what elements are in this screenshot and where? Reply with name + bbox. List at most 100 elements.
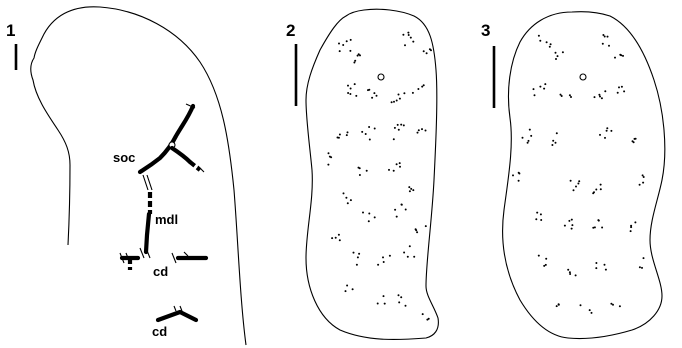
- pore-dot: [426, 319, 428, 321]
- pore-dot: [594, 96, 596, 98]
- pore-dot: [550, 43, 552, 45]
- pore-dot: [575, 186, 577, 188]
- pore-dot: [339, 50, 341, 52]
- pore-dot: [368, 126, 370, 128]
- pore-dot: [359, 174, 361, 176]
- pore-dot: [534, 94, 536, 96]
- pore-dot: [529, 129, 531, 131]
- pore-dot: [568, 220, 570, 222]
- pore-dot: [400, 124, 402, 126]
- pore-dot: [398, 129, 400, 131]
- pore-dot: [426, 52, 428, 54]
- label-cd-upper: cd: [153, 264, 168, 279]
- pore-dot: [619, 305, 621, 307]
- pore-dot: [399, 98, 401, 100]
- pore-dot: [535, 218, 537, 220]
- pore-dot: [352, 288, 354, 290]
- pore-dot: [641, 267, 643, 269]
- pore-dot: [595, 267, 597, 269]
- pore-dot: [539, 86, 541, 88]
- pore-dot: [398, 94, 400, 96]
- pore-dot: [423, 50, 425, 52]
- pore-dot: [346, 40, 348, 42]
- pore-dot: [545, 258, 547, 260]
- pore-dot: [549, 46, 551, 48]
- pore-dot: [527, 142, 529, 144]
- pore-dot: [342, 44, 344, 46]
- pore-dot: [623, 90, 625, 92]
- pore-dot: [337, 137, 339, 139]
- pore-dot: [528, 140, 530, 142]
- pore-dot: [377, 264, 379, 266]
- pore-dot: [540, 219, 542, 221]
- pore-dot: [412, 92, 414, 94]
- pore-dot: [368, 220, 370, 222]
- pore-ring-3: [580, 74, 586, 80]
- pore-dot: [556, 305, 558, 307]
- pore-dot: [552, 140, 554, 142]
- pore-dot: [346, 285, 348, 287]
- pore-dot: [335, 237, 337, 239]
- pore-dot: [353, 252, 355, 254]
- pore-dot: [538, 35, 540, 37]
- pore-dot: [562, 51, 564, 53]
- pore-dot: [569, 271, 571, 273]
- pore-dot: [607, 36, 609, 38]
- pore-dot: [353, 62, 355, 64]
- pore-dot: [614, 57, 616, 59]
- pore-dot: [589, 309, 591, 311]
- pore-dot: [599, 134, 601, 136]
- pore-dot: [643, 257, 645, 259]
- pore-dot: [382, 256, 384, 258]
- pore-dot: [357, 55, 359, 57]
- pore-dot: [612, 304, 614, 306]
- body-outline-3: [503, 12, 665, 339]
- pore-dot: [539, 40, 541, 42]
- label-cd-lower: cd: [152, 324, 167, 339]
- pore-dot: [421, 128, 423, 130]
- cd-canal-lower: [158, 312, 196, 320]
- pore-dot: [605, 269, 607, 271]
- pore-dot: [610, 130, 612, 132]
- pore-dot: [361, 131, 363, 133]
- pore-dot: [425, 130, 427, 132]
- pore-dot: [423, 84, 425, 86]
- pore-dot: [425, 225, 427, 227]
- pore-dot: [404, 44, 406, 46]
- pore-dot: [608, 45, 610, 47]
- pore-dot: [403, 124, 405, 126]
- pore-dot: [365, 133, 367, 135]
- pore-dot: [546, 41, 548, 43]
- mandibular-canal-tube: [143, 175, 152, 190]
- pore-dot: [591, 312, 593, 314]
- pore-dot: [518, 173, 520, 175]
- pore-dot: [393, 170, 395, 172]
- panel-number-2: 2: [286, 21, 295, 40]
- pore-dot: [377, 303, 379, 305]
- pore-dot: [405, 209, 407, 211]
- pore-dot: [643, 176, 645, 178]
- pore-dot: [595, 262, 597, 264]
- pore-dot: [359, 167, 361, 169]
- pore-dot: [555, 52, 557, 54]
- pore-dot: [630, 226, 632, 228]
- pore-dot: [604, 137, 606, 139]
- pore-dot: [369, 139, 371, 141]
- pore-dot: [397, 124, 399, 126]
- pore-dot: [518, 180, 520, 182]
- pore-dot: [405, 305, 407, 307]
- panel-number-3: 3: [481, 21, 490, 40]
- pore-dot: [403, 92, 405, 94]
- pore-dot: [570, 180, 572, 182]
- pore-dot: [347, 202, 349, 204]
- head-outline: [31, 7, 246, 345]
- pore-dot: [398, 301, 400, 303]
- pore-dot: [345, 197, 347, 199]
- panel-3: 3: [481, 12, 665, 339]
- pore-dot: [331, 237, 333, 239]
- pore-dot: [600, 188, 602, 190]
- pore-dots-3: [512, 34, 645, 314]
- pore-dot: [399, 162, 401, 164]
- pore-dot: [350, 39, 352, 41]
- pore-dot: [642, 182, 644, 184]
